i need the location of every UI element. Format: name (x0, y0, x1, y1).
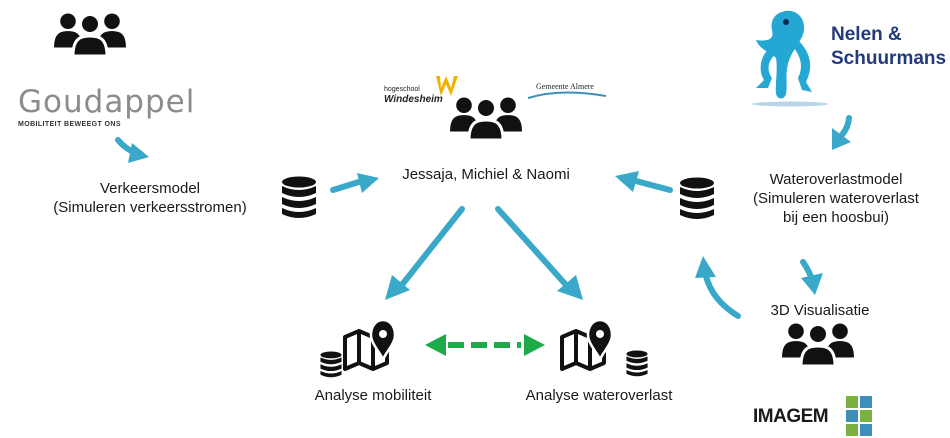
arrow-water-to-center (615, 171, 673, 193)
water-map-pin-icon (560, 318, 614, 371)
windesheim-logo-icon (436, 76, 458, 96)
arrow-traffic-to-center (330, 173, 379, 193)
imagem-people-icon (782, 323, 854, 366)
traffic-database-icon (282, 176, 316, 218)
traffic-model-subtitle: (Simuleren verkeersstromen) (53, 199, 247, 216)
arrow-mobility-water-link (425, 334, 545, 356)
goudappel-logo: Goudappel MOBILITEIT BEWEEGT ONS (18, 86, 195, 128)
water-analysis-database-icon (626, 350, 648, 377)
nelen-logo: Nelen & Schuurmans (831, 23, 946, 71)
arrow-visualisation-to-water (695, 256, 741, 319)
arrow-water-to-visualisation (800, 259, 823, 295)
water-model-subtitle-2: bij een hoosbui) (783, 209, 889, 226)
center-label: Jessaja, Michiel & Naomi (402, 166, 570, 183)
arrow-center-to-mobility (385, 206, 465, 300)
windesheim-logo: hogeschool Windesheim (384, 85, 443, 105)
windesheim-small: hogeschool (384, 86, 420, 93)
mobility-map-pin-icon (343, 318, 397, 371)
imagem-logo: IMAGEM (753, 406, 829, 428)
mobility-database-icon (320, 351, 342, 378)
water-model-title: Wateroverlastmodel (769, 171, 903, 188)
visualisation-label: 3D Visualisatie (770, 302, 870, 319)
traffic-model-label: Verkeersmodel (Simuleren verkeersstromen… (30, 179, 270, 217)
arrow-nelen-to-water (832, 115, 852, 150)
nelen-line-2: Schuurmans (831, 48, 947, 69)
frog-logo-icon (752, 10, 828, 107)
almere-logo: Gemeente Almere (536, 82, 594, 91)
imagem-name: IMAGEM (753, 406, 829, 427)
traffic-model-title: Verkeersmodel (99, 180, 201, 197)
center-people-icon (450, 97, 522, 140)
goudappel-tagline: MOBILITEIT BEWEEGT ONS (18, 121, 121, 128)
arrow-center-to-water-analysis (495, 206, 583, 300)
analysis-mobility-label: Analyse mobiliteit (314, 387, 432, 404)
arrow-goudappel-to-traffic (115, 137, 149, 163)
nelen-line-1: Nelen & (831, 24, 902, 45)
goudappel-name: Goudappel (18, 84, 196, 120)
almere-logo-swoosh (527, 91, 607, 99)
water-database-icon (680, 177, 714, 219)
windesheim-name: Windesheim (384, 94, 443, 105)
analysis-water-label: Analyse wateroverlast (525, 387, 673, 404)
water-model-subtitle-1: (Simuleren wateroverlast (753, 190, 919, 207)
water-model-label: Wateroverlastmodel (Simuleren wateroverl… (724, 170, 948, 227)
goudappel-people-icon (54, 13, 126, 56)
imagem-logo-icon (846, 396, 872, 436)
almere-name: Gemeente Almere (536, 82, 594, 91)
